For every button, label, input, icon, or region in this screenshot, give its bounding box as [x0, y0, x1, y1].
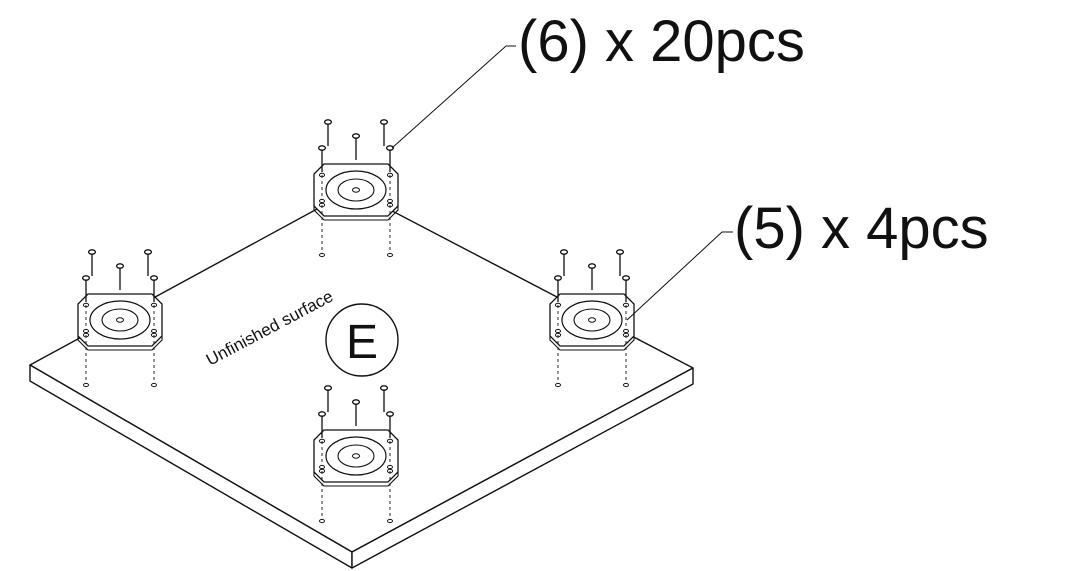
plate-thickness	[77, 336, 163, 351]
callout-part-5: (5) x 4pcs	[734, 196, 989, 261]
screw-head	[351, 399, 361, 405]
panel-pilot-hole	[623, 328, 629, 334]
panel-pilot-hole	[387, 464, 393, 470]
panel-pilot-hole	[83, 328, 89, 334]
plate-left	[77, 249, 163, 388]
screw	[351, 399, 361, 426]
panel-right-edge	[351, 367, 694, 569]
screw	[379, 119, 389, 146]
panel-pilot-hole	[623, 382, 629, 388]
screw-head	[553, 275, 563, 281]
screw	[559, 249, 569, 276]
screw	[379, 385, 389, 412]
mounting-plates	[77, 119, 635, 524]
screw-head	[385, 145, 395, 151]
plate-front	[313, 385, 399, 524]
panel-pilot-hole	[555, 328, 561, 334]
part-letter-circle	[325, 303, 399, 377]
leader-line-6	[391, 45, 516, 149]
panel-pilot-hole	[151, 328, 157, 334]
plate-back	[313, 119, 399, 258]
panel-pilot-hole	[151, 382, 157, 388]
screw-head	[81, 275, 91, 281]
screw	[149, 275, 159, 302]
screw	[615, 249, 625, 276]
panel-pilot-hole	[319, 198, 325, 204]
screw	[587, 263, 597, 290]
panel-pilot-hole	[387, 518, 393, 524]
screw	[323, 119, 333, 146]
screw-head	[115, 263, 125, 269]
panel-pilot-hole	[387, 198, 393, 204]
plate-thickness	[313, 472, 399, 487]
screw	[317, 145, 327, 172]
screw	[143, 249, 153, 276]
plate-center-hole	[352, 453, 360, 459]
screw	[385, 145, 395, 172]
panel-pilot-hole	[387, 252, 393, 258]
plate-center-hole	[116, 317, 124, 323]
screw	[87, 249, 97, 276]
plate-center-hole	[352, 187, 360, 193]
part-letter: E	[346, 316, 378, 369]
screw-head	[351, 133, 361, 139]
panel-pilot-hole	[319, 464, 325, 470]
panel-pilot-hole	[319, 518, 325, 524]
screw-head	[615, 249, 625, 255]
plate-right	[549, 249, 635, 388]
callout-part-6: (6) x 20pcs	[518, 9, 805, 74]
screw-head	[621, 275, 631, 281]
panel-pilot-hole	[555, 382, 561, 388]
screw-head	[587, 263, 597, 269]
screw-head	[149, 275, 159, 281]
screw-head	[317, 145, 327, 151]
screw-head	[87, 249, 97, 255]
screw	[621, 275, 631, 302]
screw-head	[317, 411, 327, 417]
plate-center-hole	[588, 317, 596, 323]
screw-head	[143, 249, 153, 255]
leader-line-5	[626, 231, 733, 321]
screw	[115, 263, 125, 290]
screw	[323, 385, 333, 412]
screw	[351, 133, 361, 160]
panel-pilot-hole	[83, 382, 89, 388]
screw	[385, 411, 395, 438]
screw-head	[379, 385, 389, 391]
screw-head	[385, 411, 395, 417]
screw-head	[323, 119, 333, 125]
plate-thickness	[549, 336, 635, 351]
screw-head	[559, 249, 569, 255]
panel-pilot-hole	[319, 252, 325, 258]
panel-slab	[29, 189, 694, 569]
part-letter-badge: E	[325, 303, 399, 377]
screw-head	[379, 119, 389, 125]
screw	[81, 275, 91, 302]
screw	[317, 411, 327, 438]
screw	[553, 275, 563, 302]
plate-thickness	[313, 206, 399, 221]
leader-lines	[391, 45, 733, 321]
screw-head	[323, 385, 333, 391]
